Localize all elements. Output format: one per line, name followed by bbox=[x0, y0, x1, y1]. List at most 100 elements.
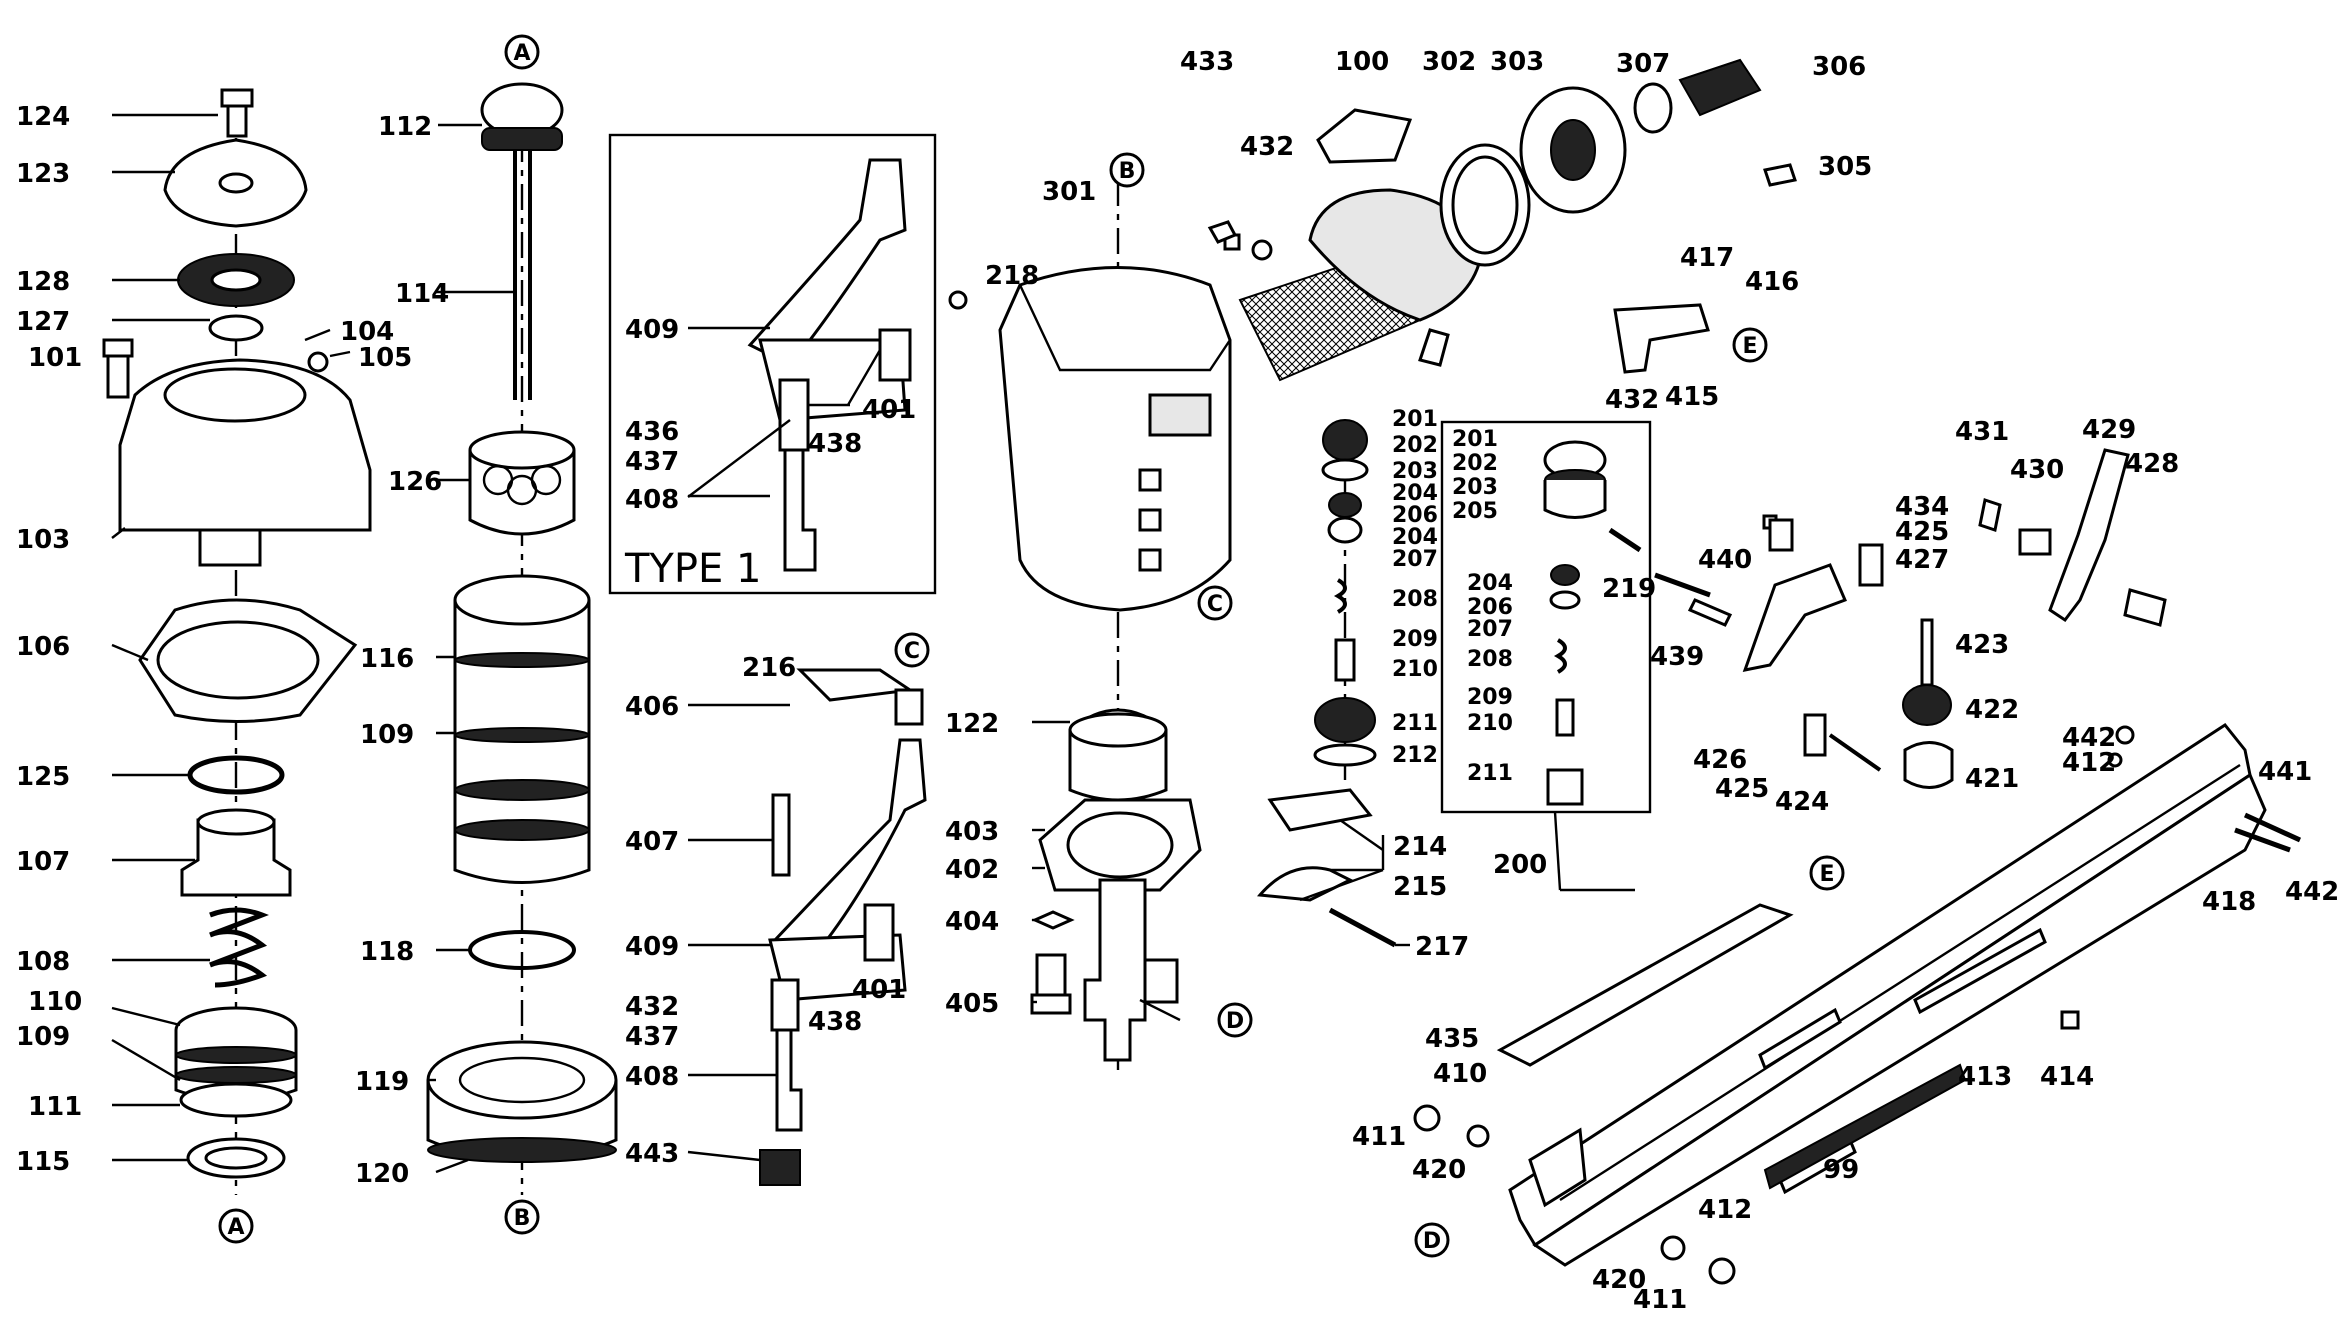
part-431-spring bbox=[1978, 498, 2002, 532]
label-107: 107 bbox=[16, 847, 70, 877]
part-107-valve bbox=[180, 818, 292, 897]
label-202-inset: 202 bbox=[1452, 451, 1498, 476]
part-421-base bbox=[1903, 741, 1954, 789]
label-210-inset: 210 bbox=[1467, 711, 1513, 736]
label-416: 416 bbox=[1745, 267, 1799, 297]
label-202-left: 202 bbox=[1392, 433, 1438, 458]
part-433-screw bbox=[1207, 220, 1238, 244]
label-436: 436 bbox=[625, 417, 679, 447]
callout-a-bottom: A bbox=[227, 1215, 244, 1240]
label-112: 112 bbox=[378, 112, 432, 142]
label-115: 115 bbox=[16, 1147, 70, 1177]
part-432-washer bbox=[1251, 239, 1273, 261]
part-428-pin bbox=[2123, 588, 2167, 627]
label-204-left-b: 204 bbox=[1392, 525, 1438, 550]
label-429: 429 bbox=[2082, 415, 2136, 445]
part-215-linkage bbox=[1256, 866, 1354, 902]
callout-b-bottom: B bbox=[514, 1206, 531, 1231]
label-106: 106 bbox=[16, 632, 70, 662]
label-412-bottom: 412 bbox=[1698, 1195, 1752, 1225]
label-411-left: 411 bbox=[1352, 1122, 1406, 1152]
label-401-inset: 401 bbox=[862, 395, 916, 425]
label-302: 302 bbox=[1422, 47, 1476, 77]
label-421: 421 bbox=[1965, 764, 2019, 794]
part-423-pin bbox=[1920, 618, 1934, 687]
type-1-label: TYPE 1 bbox=[624, 546, 761, 592]
column-4-housing bbox=[998, 180, 1232, 1070]
callout-c-housing: C bbox=[1207, 592, 1223, 617]
label-219: 219 bbox=[1602, 574, 1656, 604]
callout-b-top: B bbox=[1119, 159, 1136, 184]
label-214: 214 bbox=[1393, 832, 1447, 862]
label-116: 116 bbox=[360, 644, 414, 674]
callout-e-bracket: E bbox=[1742, 334, 1757, 359]
label-203-left: 203 bbox=[1392, 459, 1438, 484]
part-127-washer bbox=[208, 314, 264, 342]
label-124: 124 bbox=[16, 102, 70, 132]
label-108: 108 bbox=[16, 947, 70, 977]
part-305-screw bbox=[1763, 163, 1797, 187]
part-417-bracket bbox=[1613, 303, 1710, 374]
label-211-left: 211 bbox=[1392, 711, 1438, 736]
label-423: 423 bbox=[1955, 630, 2009, 660]
label-443: 443 bbox=[625, 1139, 679, 1169]
part-201-cap bbox=[1322, 419, 1368, 461]
part-422-cap bbox=[1902, 684, 1952, 726]
part-420-washer bbox=[1466, 1124, 1490, 1148]
label-425-bottom: 425 bbox=[1715, 774, 1769, 804]
label-411-bottom: 411 bbox=[1633, 1285, 1687, 1315]
part-410-nose-end bbox=[1528, 1127, 1587, 1208]
column-1-cap-assembly bbox=[102, 88, 372, 1195]
label-209-left: 209 bbox=[1392, 627, 1438, 652]
part-443-cap bbox=[759, 1149, 801, 1186]
label-126: 126 bbox=[388, 467, 442, 497]
label-408-inset: 408 bbox=[625, 485, 679, 515]
label-109-mid: 109 bbox=[360, 720, 414, 750]
label-433: 433 bbox=[1180, 47, 1234, 77]
part-labels: 124 123 128 127 104 105 101 103 106 125 … bbox=[16, 47, 2339, 1315]
label-409-inset: 409 bbox=[625, 315, 679, 345]
part-126-piston-stop bbox=[468, 450, 576, 536]
label-306: 306 bbox=[1812, 52, 1866, 82]
label-105: 105 bbox=[358, 343, 412, 373]
label-208-left: 208 bbox=[1392, 587, 1438, 612]
label-206-left: 206 bbox=[1392, 503, 1438, 528]
label-404: 404 bbox=[945, 907, 999, 937]
callouts: A A B B C C D D E E bbox=[218, 34, 1845, 1258]
label-217: 217 bbox=[1415, 932, 1469, 962]
label-104: 104 bbox=[340, 317, 394, 347]
label-428: 428 bbox=[2125, 449, 2179, 479]
part-426-bracket bbox=[1803, 713, 1827, 757]
part-120-base-ring bbox=[427, 1137, 617, 1163]
label-208-inset: 208 bbox=[1467, 647, 1513, 672]
part-111-piston-body bbox=[179, 1082, 293, 1118]
label-442-right: 442 bbox=[2285, 877, 2339, 907]
label-307: 307 bbox=[1616, 49, 1670, 79]
label-438-inset: 438 bbox=[808, 429, 862, 459]
label-218: 218 bbox=[985, 261, 1039, 291]
part-99-label bbox=[1763, 1063, 1967, 1190]
label-122: 122 bbox=[945, 709, 999, 739]
label-118: 118 bbox=[360, 937, 414, 967]
label-207-inset: 207 bbox=[1467, 617, 1513, 642]
part-441-pin bbox=[2243, 812, 2302, 843]
label-211-inset: 211 bbox=[1467, 761, 1513, 786]
part-301-housing bbox=[998, 266, 1232, 612]
part-424-screw bbox=[1828, 733, 1882, 772]
part-435-rod bbox=[1496, 903, 1794, 1067]
label-440: 440 bbox=[1698, 545, 1752, 575]
label-439: 439 bbox=[1650, 642, 1704, 672]
part-411-screw bbox=[1413, 1104, 1441, 1132]
label-432-bracket: 432 bbox=[1605, 385, 1659, 415]
label-425-top: 425 bbox=[1895, 517, 1949, 547]
leader-lines bbox=[111, 113, 1635, 1174]
column-3-trigger-assembly bbox=[759, 668, 927, 1186]
label-206-inset: 206 bbox=[1467, 595, 1513, 620]
label-99: 99 bbox=[1823, 1155, 1859, 1185]
part-108-spring bbox=[209, 907, 269, 988]
type-1-inset: TYPE 1 bbox=[608, 133, 937, 595]
label-420-left: 420 bbox=[1412, 1155, 1466, 1185]
label-437: 437 bbox=[625, 1022, 679, 1052]
label-101: 101 bbox=[28, 343, 82, 373]
label-430: 430 bbox=[2010, 455, 2064, 485]
